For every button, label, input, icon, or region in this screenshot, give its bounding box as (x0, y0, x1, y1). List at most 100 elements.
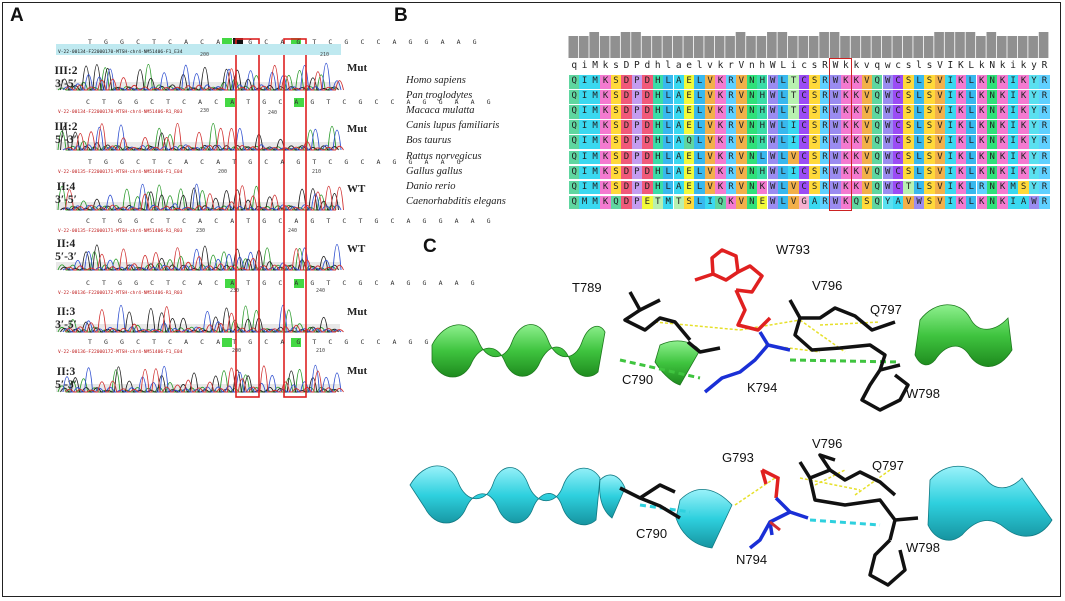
alignment-cell: K (851, 105, 862, 119)
alignment-cell: M (589, 150, 601, 164)
alignment-cell: A (809, 195, 820, 210)
alignment-cell: V (704, 120, 716, 134)
conservation-bar (976, 36, 986, 58)
conservation-bar (1017, 36, 1028, 58)
alignment-cell: Q (683, 135, 695, 149)
alignment-cell: K (851, 120, 862, 134)
alignment-cell: D (642, 90, 653, 104)
alignment-cell: V (736, 135, 747, 149)
alignment-cell: V (788, 180, 799, 195)
alignment-cell: K (976, 195, 987, 210)
track-4-tick-b: 240 (288, 228, 298, 234)
alignment-cell: K (600, 105, 611, 119)
alignment-cell: W (830, 180, 841, 195)
alignment-cell: K (997, 180, 1008, 195)
alignment-cell: W (913, 195, 925, 210)
trace-line (57, 64, 337, 91)
alignment-cell: V (736, 150, 747, 164)
alignment-cell: C (892, 75, 904, 89)
alignment-cell: V (934, 75, 946, 89)
alignment-cell: V (934, 105, 946, 119)
alignment-cell: L (966, 75, 977, 89)
mut-hbonds (734, 469, 891, 506)
label-w793: W793 (776, 242, 810, 257)
alignment-cell: V (704, 165, 716, 180)
alignment-cell: V (861, 150, 872, 164)
species-name: Macaca mulatta (406, 105, 475, 117)
alignment-cell: L (913, 90, 925, 104)
alignment-cell: L (913, 180, 925, 195)
alignment-cell: Q (851, 195, 862, 210)
alignment-cell: V (736, 180, 747, 195)
alignment-cell: S (924, 90, 935, 104)
alignment-cell: W (882, 135, 893, 149)
track-2-run-id: V-22-00134-F22000170-MTSH-chr4-NM51406-R… (58, 110, 183, 115)
alignment-cell: L (694, 105, 705, 119)
alignment-cell: L (694, 90, 705, 104)
alignment-cell: P (631, 135, 643, 149)
consensus-residue: W (832, 60, 839, 71)
track-5-tick-a: 230 (230, 288, 240, 294)
alignment-cell: D (642, 120, 653, 134)
panel-a-label: A (10, 5, 24, 26)
alignment-cell: S (924, 105, 935, 119)
alignment-cell: R (819, 150, 831, 164)
trace-line (60, 366, 339, 393)
mutation-site-box-1 (235, 38, 260, 398)
alignment-cell: K (715, 150, 726, 164)
alignment-cell: S (610, 75, 622, 89)
alignment-cell: W (767, 75, 778, 89)
label-mut-c790: C790 (636, 526, 668, 541)
alignment-cell: K (955, 135, 967, 149)
alignment-cell: I (579, 75, 590, 89)
alignment-cell: D (621, 90, 632, 104)
alignment-cell: Y (1028, 90, 1040, 104)
alignment-cell: I (945, 165, 956, 180)
alignment-cell: V (736, 105, 747, 119)
alignment-cell: A (673, 75, 684, 89)
k794-residue (703, 331, 791, 394)
alignment-cell: W (882, 105, 893, 119)
consensus-residue: v (863, 60, 870, 71)
conservation-bar (620, 32, 631, 58)
alignment-cell: N (987, 195, 998, 210)
alignment-cell: L (778, 120, 789, 134)
panel-b-label: B (394, 5, 408, 26)
alignment-cell: V (861, 105, 872, 119)
alignment-cell: W (882, 90, 893, 104)
alignment-cell: V (934, 90, 946, 104)
alignment-cell: L (694, 135, 705, 149)
alignment-cell: R (725, 75, 737, 89)
alignment-cell: H (757, 105, 768, 119)
consensus-residue: k (1020, 60, 1027, 71)
alignment-cell: S (610, 135, 622, 149)
alignment-cell: P (631, 105, 643, 119)
alignment-cell: M (589, 90, 601, 104)
alignment-cell: L (966, 180, 977, 195)
alignment-cell: E (683, 90, 695, 104)
conservation-bar (850, 36, 861, 58)
alignment-cell: K (851, 165, 862, 180)
alignment-cell: I (945, 90, 956, 104)
alignment-cell: R (1039, 180, 1050, 195)
alignment-cell: W (882, 150, 893, 164)
alignment-cell: T (788, 90, 799, 104)
alignment-cell: Q (569, 150, 580, 164)
track-1-tick-a: 200 (200, 52, 210, 58)
alignment-cell: W (767, 180, 778, 195)
alignment-cell: L (966, 195, 977, 210)
alignment-cell: K (1018, 150, 1029, 164)
alignment-cell: N (987, 180, 998, 195)
alignment-cell: S (903, 105, 914, 119)
alignment-cell: L (663, 120, 674, 134)
label-n794: N794 (736, 552, 768, 567)
alignment-cell: S (809, 120, 820, 134)
track-4-run-id: V-22-00135-F22000171-MTSH-chr4-NM51406-R… (58, 229, 183, 234)
conservation-bar (746, 36, 756, 58)
alignment-cell: Q (569, 195, 580, 210)
conservation-bar (1038, 32, 1049, 58)
conservation-bar (965, 32, 976, 58)
alignment-cell: W (767, 120, 778, 134)
alignment-cell: L (694, 150, 705, 164)
